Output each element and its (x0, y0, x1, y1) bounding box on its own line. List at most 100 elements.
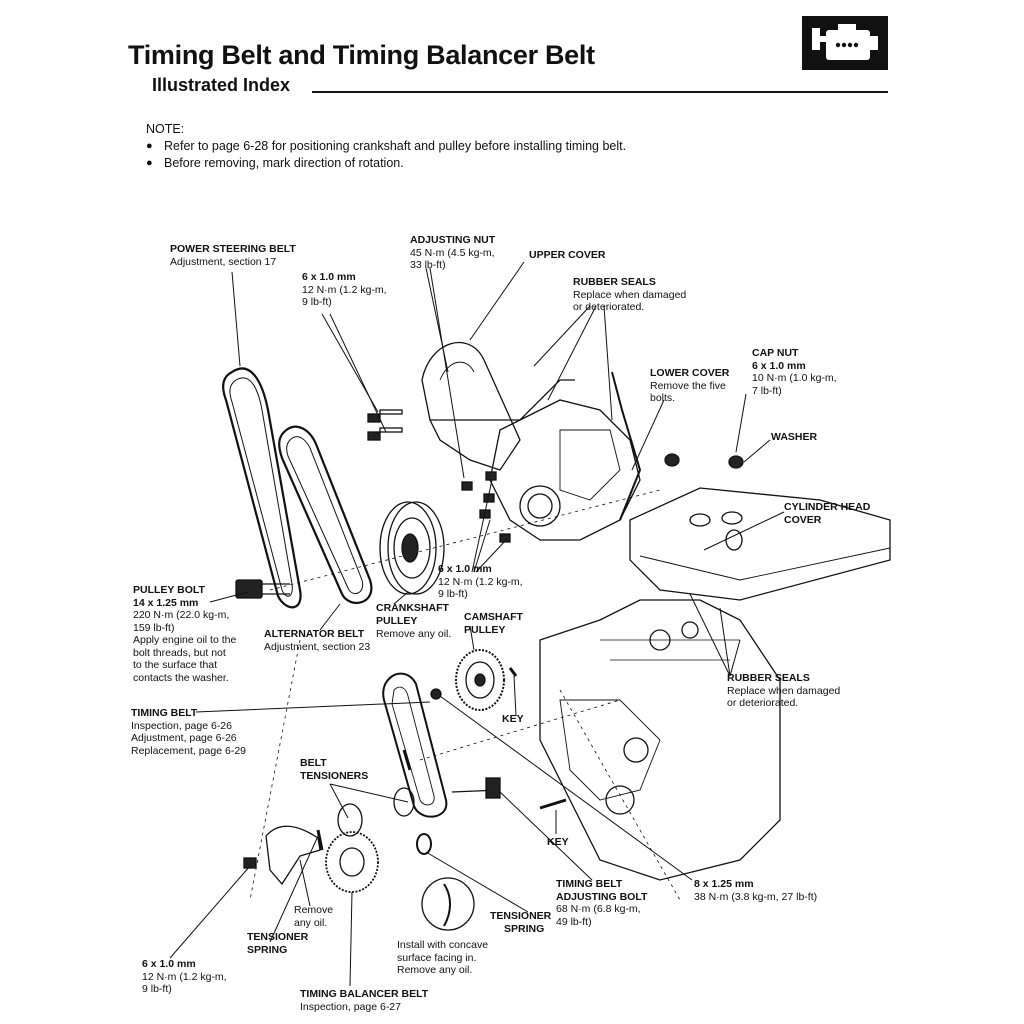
label-name: 6 x 1.0 mm (142, 958, 196, 970)
label-line: 159 lb-ft) (133, 621, 175, 634)
label-washer: WASHER (771, 431, 817, 444)
belt-tensioners-drawing (325, 787, 432, 893)
label-remove-oil: Remove any oil. (294, 904, 333, 929)
label-name: TENSIONER (247, 931, 309, 943)
label-alternator-belt: ALTERNATOR BELT Adjustment, section 23 (264, 628, 370, 653)
washer-detail-drawing (421, 877, 475, 931)
label-line: 33 lb-ft) (410, 259, 446, 271)
label-tensioner-spring-left: TENSIONER SPRING (247, 931, 308, 956)
label-line: Remove (294, 904, 334, 916)
small-nut-drawing (430, 688, 442, 700)
label-line: 14 x 1.25 mm (133, 596, 199, 609)
label-key-top: KEY (502, 713, 524, 726)
label-name: KEY (502, 713, 524, 725)
note-block: NOTE: Refer to page 6-28 for positioning… (146, 121, 626, 172)
engine-block-drawing (539, 599, 781, 881)
alternator-belt-drawing (278, 425, 373, 604)
label-line: Inspection, page 6-26 (131, 719, 232, 732)
label-key-bottom: KEY (547, 836, 569, 849)
label-line: Replace when damaged (727, 684, 841, 697)
label-line: 12 N·m (1.2 kg-m, (302, 283, 387, 296)
label-line: surface facing in. (397, 951, 477, 964)
label-line: 68 N·m (6.8 kg-m, (556, 903, 641, 915)
label-name: POWER STEERING BELT (170, 243, 296, 255)
label-line: Adjustment, section 17 (170, 255, 277, 268)
label-rubber-seals-bottom: RUBBER SEALS Replace when damaged or det… (727, 672, 840, 710)
label-name: KEY (547, 836, 569, 848)
label-name: CAMSHAFT (464, 611, 523, 623)
label-name: LOWER COVER (650, 367, 730, 379)
label-adjusting-nut: ADJUSTING NUT 45 N·m (4.5 kg-m, 33 lb-ft… (410, 234, 495, 272)
label-line: Adjustment, page 6-26 (131, 732, 237, 744)
label-bolt-6x1-bottom: 6 x 1.0 mm 12 N·m (1.2 kg-m, 9 lb-ft) (142, 958, 227, 996)
upper-cover-drawing (421, 342, 575, 471)
key-drawing (539, 798, 567, 810)
label-line: 9 lb-ft) (438, 588, 468, 600)
label-line: PULLEY (464, 623, 506, 636)
label-line: SPRING (247, 943, 288, 956)
label-line: ADJUSTING BOLT (556, 890, 648, 903)
label-crankshaft-pulley: CRANKSHAFT PULLEY (376, 602, 449, 627)
label-pulley-bolt: PULLEY BOLT 14 x 1.25 mm 220 N·m (22.0 k… (133, 584, 236, 684)
label-line: bolts. (650, 392, 676, 404)
label-tensioner-spring-right: TENSIONER SPRING (490, 910, 551, 935)
rubber-seal-drawing (611, 371, 642, 521)
label-lower-cover: LOWER COVER Remove the five bolts. (650, 367, 729, 405)
label-line: Replacement, page 6-29 (131, 744, 246, 757)
label-line: Remove the five (650, 379, 726, 392)
crankshaft-pulley-drawing (379, 501, 445, 595)
label-line: bolt threads, but not (133, 646, 226, 659)
label-line: 9 lb-ft) (142, 983, 172, 995)
label-line: Inspection, page 6-27 (300, 1000, 401, 1013)
leader-lines (169, 261, 785, 987)
label-line: PULLEY (376, 614, 418, 627)
label-name: TENSIONER (490, 910, 552, 922)
label-name: 6 x 1.0 mm (438, 563, 492, 575)
label-line: to the surface that (133, 659, 218, 671)
label-upper-cover: UPPER COVER (529, 249, 605, 262)
label-name: ALTERNATOR BELT (264, 628, 365, 640)
page-title: Timing Belt and Timing Balancer Belt (128, 40, 595, 70)
label-timing-belt: TIMING BELT Inspection, page 6-26 Adjust… (131, 707, 246, 757)
label-name: TIMING BELT (556, 878, 623, 890)
label-rubber-seals-top: RUBBER SEALS Replace when damaged or det… (573, 276, 686, 314)
key-drawing (508, 667, 518, 677)
label-name: TIMING BELT (131, 707, 198, 719)
label-line: 45 N·m (4.5 kg-m, (410, 246, 495, 259)
label-line: SPRING (504, 922, 545, 935)
adjusting-bolt-drawing (451, 777, 501, 799)
small-bolt-drawing (243, 857, 257, 869)
label-line: Replace when damaged (573, 288, 687, 301)
label-line: 9 lb-ft) (302, 296, 332, 308)
label-line: TENSIONERS (300, 769, 369, 782)
tensioner-bracket-drawing (265, 749, 412, 886)
label-name: 8 x 1.25 mm (694, 878, 754, 890)
camshaft-pulley-drawing (455, 649, 505, 711)
label-line: Install with concave (397, 939, 489, 951)
label-belt-tensioners: BELT TENSIONERS (300, 757, 368, 782)
label-line: 38 N·m (3.8 kg-m, 27 lb-ft) (694, 890, 818, 903)
label-name: CAP NUT (752, 347, 799, 359)
note-heading: NOTE: (146, 122, 185, 136)
label-line: 49 lb-ft) (556, 915, 592, 928)
label-line: Apply engine oil to the (133, 634, 237, 646)
engine-icon (802, 16, 888, 70)
label-bolt-8x125: 8 x 1.25 mm 38 N·m (3.8 kg-m, 27 lb-ft) (694, 878, 817, 903)
label-cap-nut: CAP NUT 6 x 1.0 mm 10 N·m (1.0 kg-m, 7 l… (752, 347, 837, 397)
label-line: Adjustment, section 23 (264, 640, 371, 653)
label-adjusting-bolt: TIMING BELT ADJUSTING BOLT 68 N·m (6.8 k… (556, 878, 647, 928)
label-line: 10 N·m (1.0 kg-m, (752, 372, 837, 384)
label-power-steering-belt: POWER STEERING BELT Adjustment, section … (170, 243, 296, 268)
label-name: UPPER COVER (529, 249, 606, 261)
label-bolt-6x1-mid: 6 x 1.0 mm 12 N·m (1.2 kg-m, 9 lb-ft) (438, 563, 523, 601)
label-line: 220 N·m (22.0 kg-m, (133, 609, 230, 621)
note-item: Before removing, mark direction of rotat… (146, 155, 626, 172)
label-install-concave: Install with concave surface facing in. … (397, 939, 488, 977)
label-line: 6 x 1.0 mm (752, 359, 806, 372)
label-line: any oil. (294, 916, 328, 929)
timing-belt-drawing (382, 672, 448, 818)
lower-cover-drawing (489, 399, 641, 541)
label-line: COVER (784, 513, 822, 526)
